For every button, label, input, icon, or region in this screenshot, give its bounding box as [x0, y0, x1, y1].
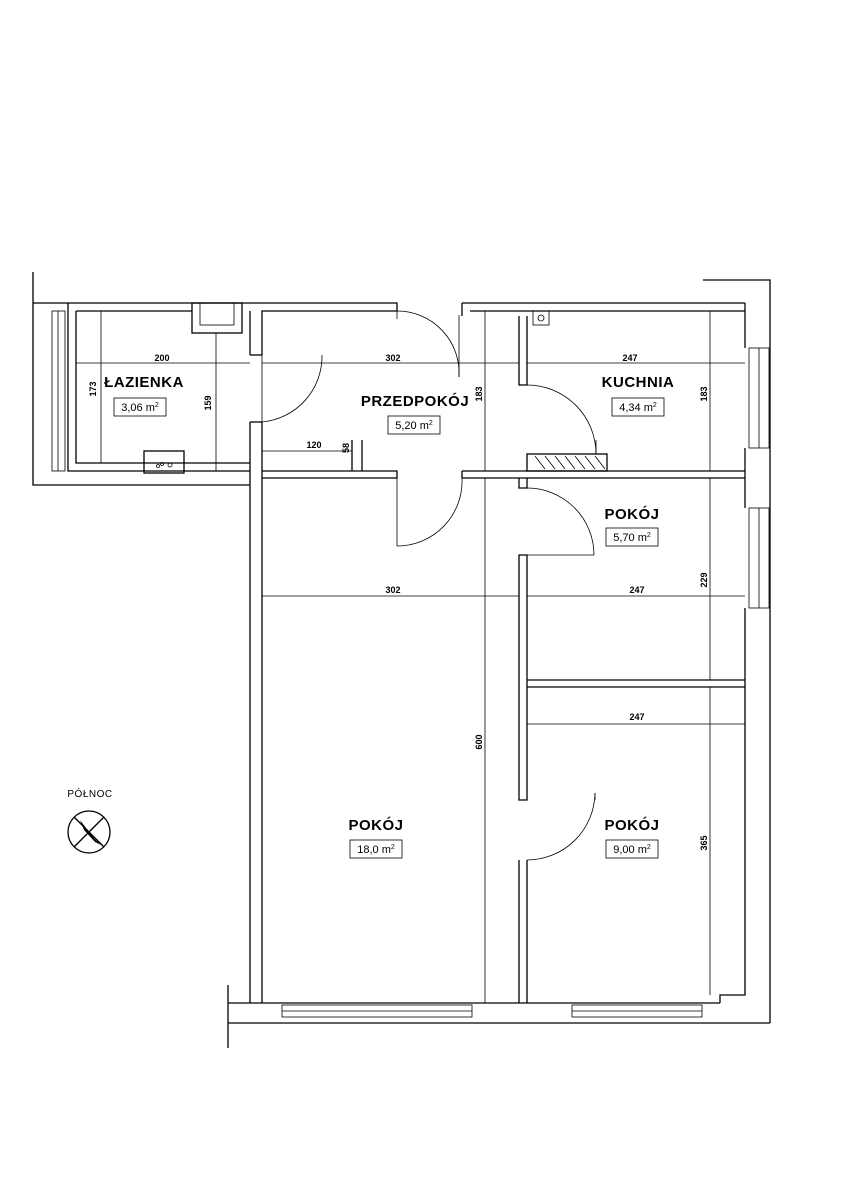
- dimension-label: 159: [203, 395, 213, 410]
- fixtures: [143, 310, 608, 474]
- room-area: 4,34 m2: [619, 402, 657, 414]
- room-area: 3,06 m2: [121, 402, 159, 414]
- room-name: PRZEDPOKÓJ: [361, 392, 469, 410]
- dimension-label: 173: [88, 381, 98, 396]
- room-name: POKÓJ: [348, 816, 403, 834]
- dimension-label: 302: [385, 353, 400, 363]
- dimension-label: 365: [699, 835, 709, 850]
- dimension-lines: [76, 311, 745, 1003]
- room-lazienka: ŁAZIENKA 3,06 m2: [104, 374, 184, 417]
- doors: [261, 310, 597, 861]
- dimension-label: 120: [306, 440, 321, 450]
- room-kuchnia: KUCHNIA 4,34 m2: [602, 374, 675, 417]
- dimension-label: 247: [629, 712, 644, 722]
- dimension-label: 247: [629, 585, 644, 595]
- dimension-labels: 200 173 159 302 183 120 58 247 183 302 6…: [88, 353, 709, 851]
- dimension-label: 183: [699, 386, 709, 401]
- dimension-label: 247: [622, 353, 637, 363]
- room-name: KUCHNIA: [602, 374, 675, 391]
- interior-walls: [249, 311, 745, 1003]
- stove-fixture: [526, 453, 608, 472]
- room-name: POKÓJ: [604, 505, 659, 523]
- dimension-label: 600: [474, 734, 484, 749]
- room-area: 5,70 m2: [613, 532, 651, 544]
- outer-walls: [67, 279, 771, 1048]
- sink-fixture: [143, 450, 185, 474]
- dimension-label: 200: [154, 353, 169, 363]
- dimension-label: 229: [699, 572, 709, 587]
- dimension-label: 58: [341, 443, 351, 453]
- north-label: PÓŁNOC: [67, 787, 112, 800]
- room-przedpokoj: PRZEDPOKÓJ 5,20 m2: [361, 392, 469, 435]
- dimension-label: 302: [385, 585, 400, 595]
- compass-icon: [67, 810, 111, 854]
- room-name: ŁAZIENKA: [104, 374, 184, 391]
- left-balcony: [32, 272, 250, 486]
- room-area: 18,0 m2: [357, 844, 395, 856]
- room-pokoj-small: POKÓJ 5,70 m2: [604, 505, 659, 547]
- room-pokoj-right: POKÓJ 9,00 m2: [604, 816, 659, 859]
- room-pokoj-large: POKÓJ 18,0 m2: [348, 816, 403, 859]
- room-area: 5,20 m2: [395, 420, 433, 432]
- dimension-label: 183: [474, 386, 484, 401]
- room-name: POKÓJ: [604, 816, 659, 834]
- north-indicator: PÓŁNOC: [67, 787, 112, 854]
- room-area: 9,00 m2: [613, 844, 651, 856]
- kitchen-sink-fixture: [532, 310, 550, 326]
